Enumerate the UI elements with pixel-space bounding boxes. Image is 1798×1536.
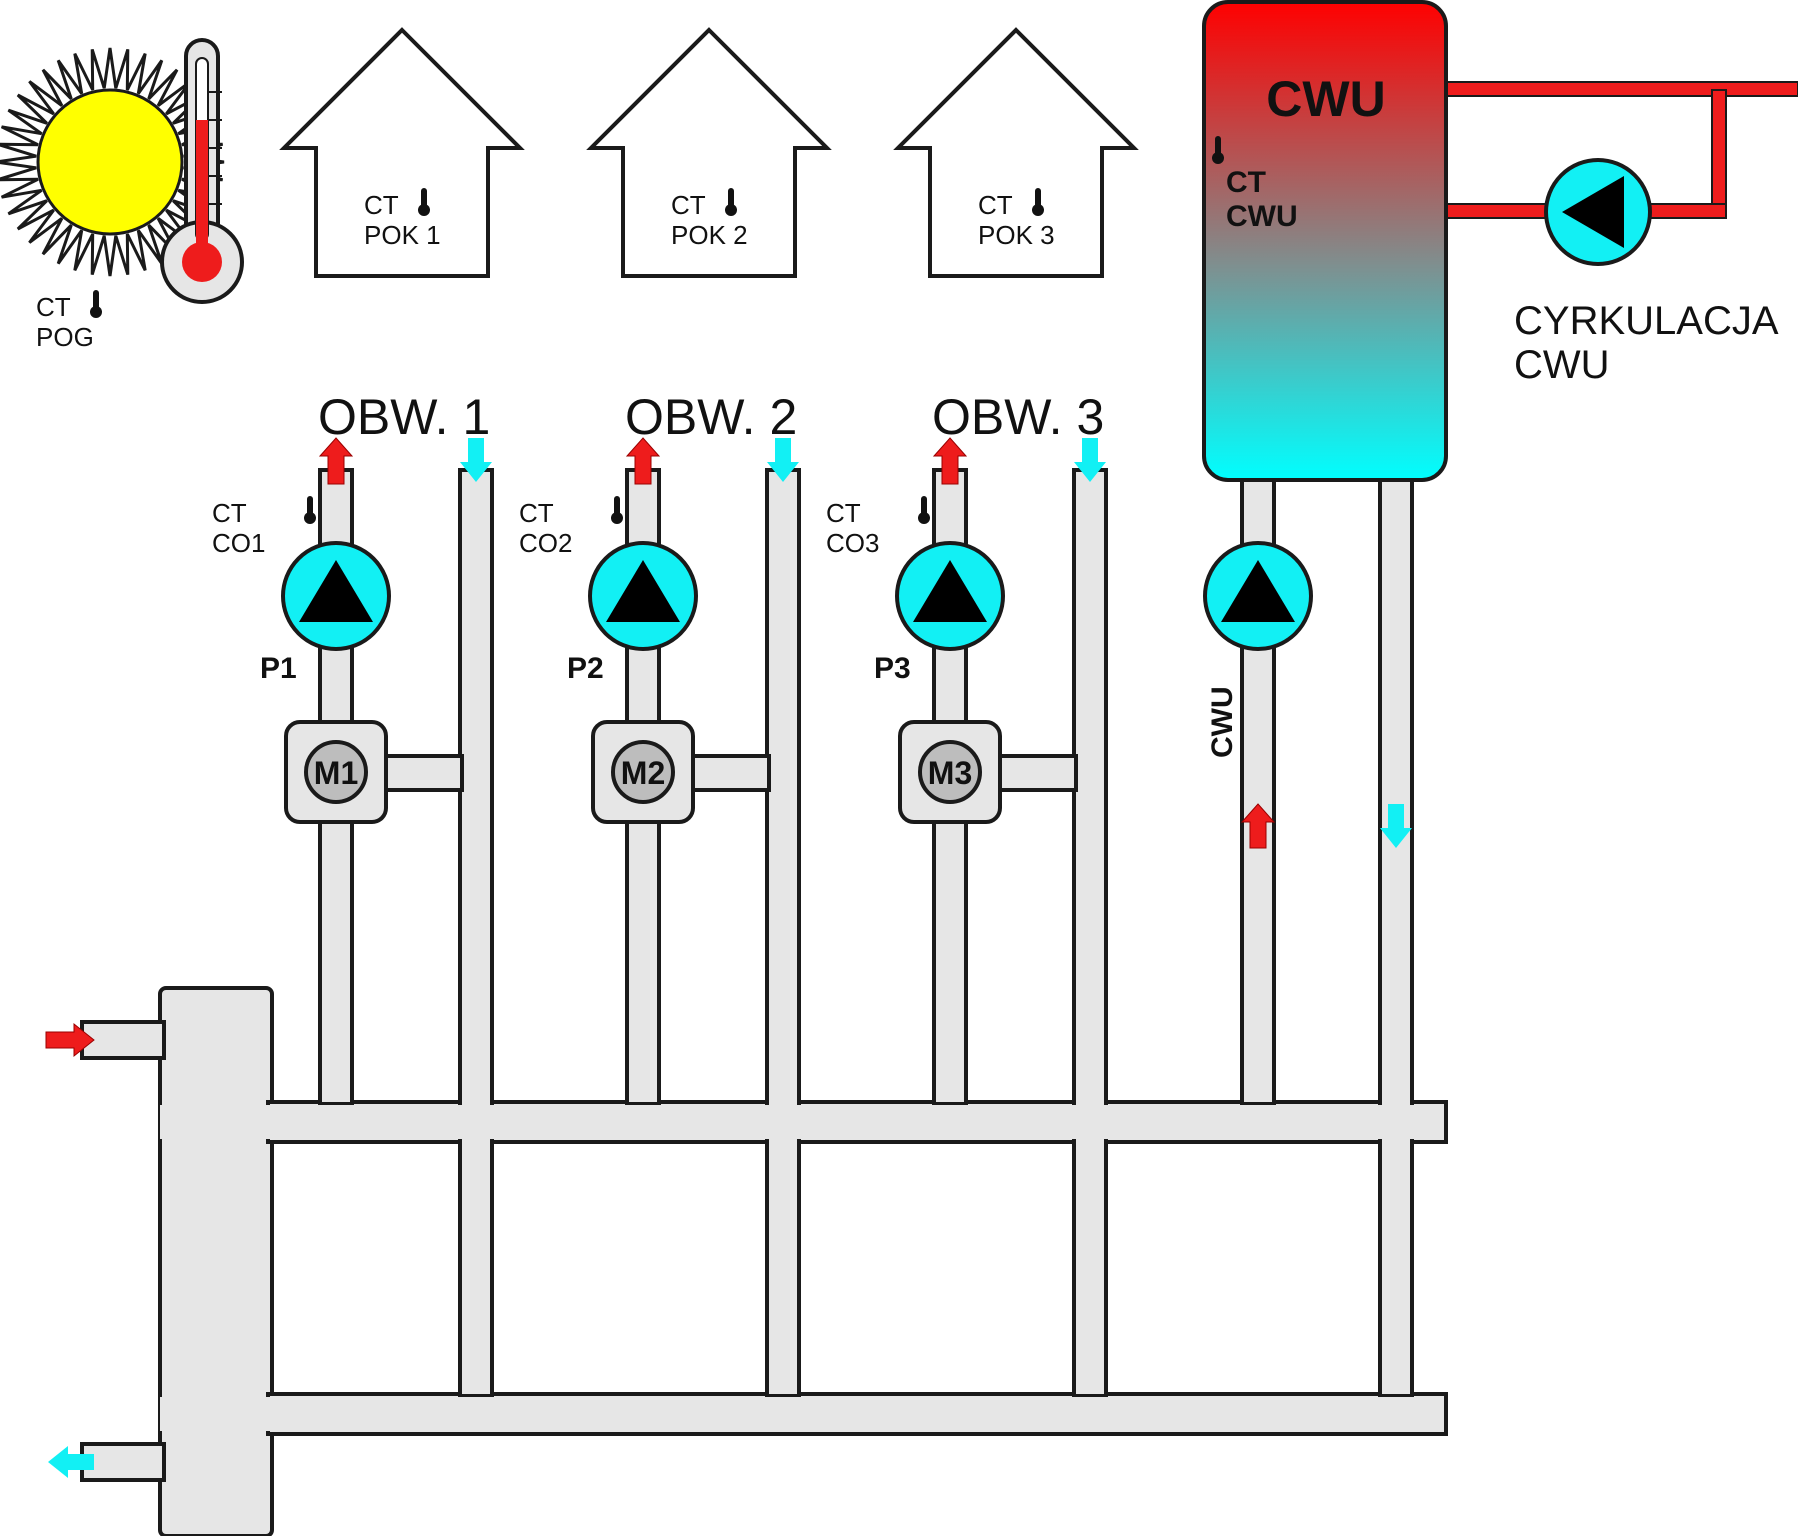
mixer-label-1: M1 <box>314 755 358 791</box>
mixer-label-3: M3 <box>928 755 972 791</box>
hot-arrow-up-icon <box>1240 803 1276 849</box>
flow-arrows <box>45 437 1412 1478</box>
mixer-valve-2[interactable]: M2 <box>591 720 695 824</box>
temperature-sensor-icon <box>90 290 102 318</box>
sun-icon <box>0 47 225 277</box>
cold-arrow-down-icon <box>1074 438 1106 482</box>
hot-arrow-up-icon <box>932 437 968 485</box>
sensor-room-3-line1: CT <box>978 190 1013 220</box>
pump-label-3: P3 <box>874 652 911 685</box>
return-pipes <box>458 468 1414 1398</box>
return-pipe-cwu <box>1378 478 1414 1398</box>
sensor-outdoor: CT POG <box>36 290 102 352</box>
temperature-sensor-icon <box>304 496 316 524</box>
sensor-room-3-line2: POK 3 <box>978 220 1055 250</box>
circulation-label-line2: CWU <box>1514 343 1610 387</box>
pump-3[interactable] <box>895 541 1005 651</box>
sensor-tank-line1: CT <box>1226 166 1266 199</box>
sensor-outdoor-line1: CT <box>36 292 71 322</box>
house-room-3 <box>893 27 1139 278</box>
sensor-co2-line1: CT <box>519 498 554 528</box>
hot-arrow-up-icon <box>318 437 354 485</box>
tank-title: CWU <box>1266 71 1385 127</box>
mixer-valve-1[interactable]: M1 <box>284 720 388 824</box>
pump-label-2: P2 <box>567 652 604 685</box>
sensor-room-2-line2: POK 2 <box>671 220 748 250</box>
mixer-valve-3[interactable]: M3 <box>898 720 1002 824</box>
return-pipe-2 <box>765 468 801 1398</box>
pump-1[interactable] <box>281 541 391 651</box>
sensor-room-2-line1: CT <box>671 190 706 220</box>
sensor-room-1-line2: POK 1 <box>364 220 441 250</box>
sensor-room-3: CT POK 3 <box>978 188 1055 250</box>
sun-disc <box>36 88 184 236</box>
outdoor-thermometer-icon <box>160 38 244 304</box>
sensor-co3: CT CO3 <box>826 496 930 558</box>
house-room-2 <box>586 27 832 278</box>
bypass-2 <box>685 754 771 792</box>
bypass-1 <box>378 754 464 792</box>
house-room-1 <box>279 27 525 278</box>
sensor-co2: CT CO2 <box>519 496 623 558</box>
circulation-pump[interactable] <box>1544 158 1652 266</box>
pump-2[interactable] <box>588 541 698 651</box>
hydraulic-separator <box>158 986 274 1536</box>
sensor-tank-line2: CWU <box>1226 200 1298 233</box>
sensor-co3-line1: CT <box>826 498 861 528</box>
temperature-sensor-icon <box>611 496 623 524</box>
sensor-co1-line1: CT <box>212 498 247 528</box>
cold-arrow-down-icon <box>460 438 492 482</box>
sensor-co1-line2: CO1 <box>212 528 265 558</box>
sensor-room-1-line1: CT <box>364 190 399 220</box>
circuit-title-2: OBW. 2 <box>625 389 797 445</box>
sensor-co3-line2: CO3 <box>826 528 879 558</box>
mixer-label-2: M2 <box>621 755 665 791</box>
sensor-room-1: CT POK 1 <box>364 188 441 250</box>
outlet-stub <box>80 1442 166 1482</box>
pump-cwu[interactable] <box>1203 541 1313 651</box>
inlet-stub <box>80 1020 166 1060</box>
cold-arrow-down-icon <box>767 438 799 482</box>
pump-label-cwu: CWU <box>1206 686 1239 758</box>
temperature-sensor-icon <box>918 496 930 524</box>
sensor-co2-line2: CO2 <box>519 528 572 558</box>
return-pipe-3 <box>1072 468 1108 1398</box>
sensor-room-2: CT POK 2 <box>671 188 748 250</box>
cold-arrow-left-icon <box>48 1446 94 1478</box>
hot-arrow-right-icon <box>45 1022 95 1058</box>
sensor-co1: CT CO1 <box>212 496 316 558</box>
circuit-title-1: OBW. 1 <box>318 389 490 445</box>
return-pipe-1 <box>458 468 494 1398</box>
circulation-label-line1: CYRKULACJA <box>1514 299 1779 343</box>
circuit-title-3: OBW. 3 <box>932 389 1104 445</box>
pump-label-1: P1 <box>260 652 297 685</box>
cold-arrow-down-icon <box>1380 804 1412 848</box>
sensor-outdoor-line2: POG <box>36 322 94 352</box>
hot-arrow-up-icon <box>625 437 661 485</box>
bypass-3 <box>992 754 1078 792</box>
cwu-tank <box>1202 0 1448 482</box>
